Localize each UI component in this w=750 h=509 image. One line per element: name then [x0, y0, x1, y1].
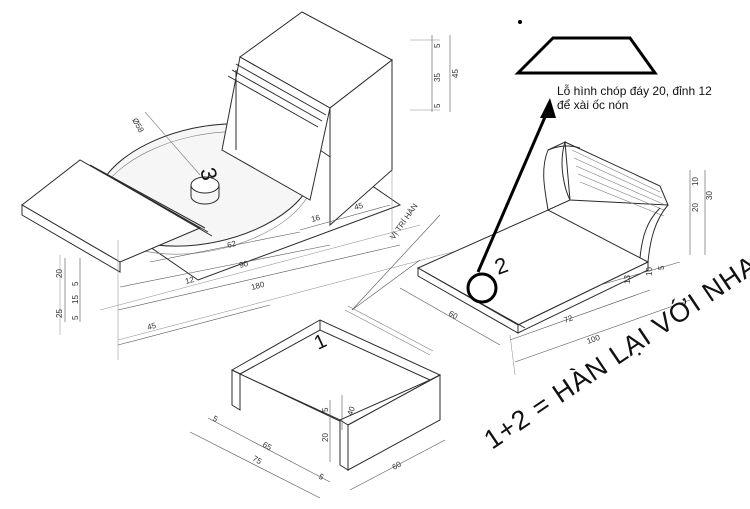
- dim-p2-10: 10: [691, 177, 700, 186]
- weld-position-marker: [351, 214, 441, 311]
- dim-left-25: 25: [55, 309, 64, 318]
- dim-p1-5a: 5: [211, 414, 220, 424]
- hole-note-line1: Lỗ hình chóp đáy 20, đỉnh 12: [557, 84, 712, 98]
- dim-p1-40: 40: [345, 405, 357, 417]
- dim-p2-13: 13: [623, 275, 632, 284]
- dim-p2-60: 60: [447, 309, 460, 322]
- part-2-drawing: [416, 141, 669, 334]
- dim-top-35: 35: [433, 73, 442, 82]
- dim-p2-5: 5: [657, 265, 666, 270]
- dim-16: 16: [310, 213, 321, 224]
- dim-left-15: 15: [71, 295, 80, 304]
- dim-p2-100: 100: [586, 333, 602, 346]
- dim-90: 90: [238, 259, 249, 270]
- dim-left-5b: 5: [71, 315, 80, 320]
- dim-left-5a: 5: [71, 281, 80, 286]
- dim-top-45: 45: [451, 69, 460, 78]
- dim-p2-10b: 10: [645, 267, 654, 276]
- dim-p1-20: 20: [321, 433, 330, 442]
- part-1-drawing: [230, 305, 442, 471]
- dot-marker: [518, 20, 522, 24]
- dim-p1-75: 75: [251, 454, 264, 467]
- dim-p1-60: 60: [391, 459, 404, 471]
- hole-marker-circle: [466, 272, 498, 304]
- dim-p1-5c: 5: [321, 407, 330, 412]
- dim-top-5a: 5: [433, 43, 442, 48]
- callout-arrowhead: [540, 98, 556, 118]
- hole-note-line2: để xài ốc nón: [557, 98, 629, 112]
- dim-45-bottom: 45: [146, 321, 157, 332]
- pyramid-hole-symbol: [514, 36, 658, 75]
- callout-arrow: [476, 109, 550, 273]
- dim-left-20: 20: [55, 269, 64, 278]
- dim-p1-65: 65: [261, 440, 274, 453]
- dim-top-5b: 5: [433, 103, 442, 108]
- dim-p2-20: 20: [691, 203, 700, 212]
- dim-45-top: 45: [353, 201, 364, 212]
- dim-p2-72: 72: [563, 313, 575, 325]
- hole-note: Lỗ hình chóp đáy 20, đỉnh 12 để xài ốc n…: [557, 84, 747, 112]
- part-3-drawing: [21, 11, 461, 360]
- dim-p1-5b: 5: [317, 472, 326, 482]
- dim-12: 12: [184, 275, 195, 286]
- dim-180: 180: [250, 280, 266, 292]
- dim-62: 62: [226, 239, 237, 250]
- part-2-dimensions: 10 20 30 13 10 5 60 72 100: [399, 170, 714, 376]
- dim-diameter: Ø58: [130, 117, 146, 135]
- dim-p2-30: 30: [705, 191, 714, 200]
